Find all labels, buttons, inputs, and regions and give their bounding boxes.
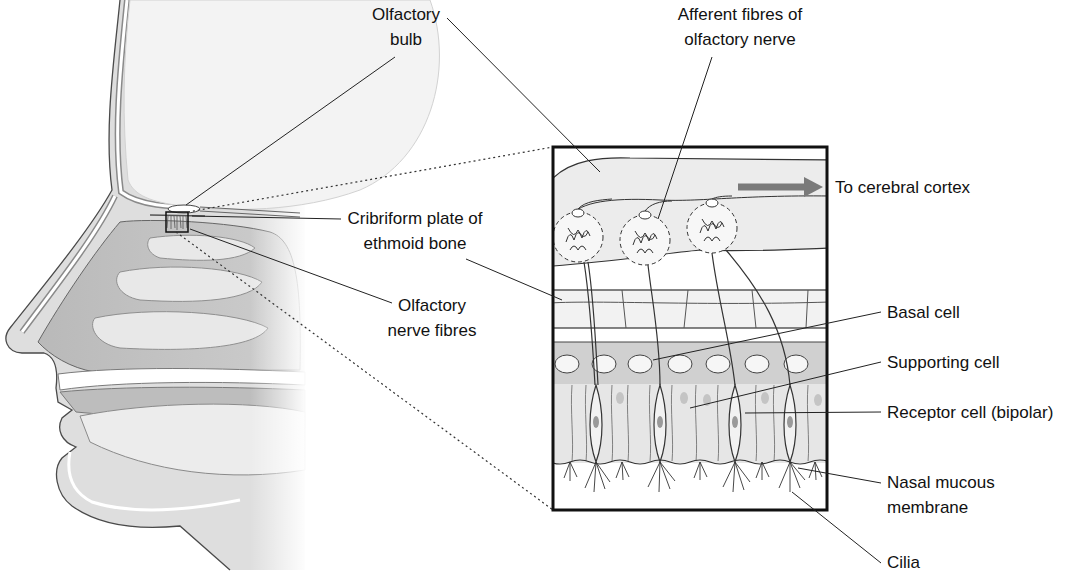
supporting-cell-nucleus — [680, 392, 688, 404]
part-label: Olfactory nerve fibres — [382, 293, 482, 343]
receptor-axon — [584, 262, 595, 385]
label-slot: Nasal mucous membrane — [887, 470, 1005, 520]
label-slot: Basal cell — [887, 300, 960, 325]
part-label: Afferent fibres of olfactory nerve — [668, 2, 812, 52]
receptor-nucleus — [593, 416, 599, 428]
part-label: Cribriform plate of ethmoid bone — [340, 206, 490, 256]
zoom-line — [176, 232, 553, 510]
superior-concha — [148, 235, 255, 260]
mitral-cell — [706, 199, 718, 207]
receptor-axon — [712, 253, 735, 385]
glomeruli — [553, 196, 737, 265]
label-slot: Afferent fibres of olfactory nerve — [668, 2, 812, 52]
leader-line — [190, 229, 392, 303]
label-slot: Cribriform plate of ethmoid bone — [340, 206, 490, 256]
receptor-nucleus — [732, 416, 738, 428]
mucous-surface — [553, 460, 827, 464]
basal-cell-nucleus — [628, 355, 652, 373]
mitral-cell — [572, 209, 584, 217]
leader-line — [186, 57, 395, 205]
nerve-fibres-small — [167, 216, 187, 230]
leader-line — [798, 468, 881, 483]
part-label: Cilia — [887, 550, 920, 575]
label-slot: Cilia — [887, 550, 920, 575]
label-slot: Olfactory nerve fibres — [382, 293, 482, 343]
part-label: Supporting cell — [887, 350, 999, 375]
label-slot: To cerebral cortex — [835, 175, 970, 200]
supporting-cell-nucleus — [616, 392, 624, 404]
receptor-cell-body — [784, 385, 796, 462]
label-slot: Olfactory bulb — [361, 2, 451, 52]
middle-concha — [117, 267, 262, 301]
receptor-cells — [584, 250, 796, 462]
synapse-tangle — [633, 231, 657, 253]
receptor-cell-body — [590, 385, 602, 462]
fade-edge — [250, 200, 308, 580]
mitral-axon — [578, 196, 732, 211]
leader-line — [690, 362, 881, 408]
glomerulus — [687, 203, 737, 253]
basal-cell-nucleus — [706, 355, 730, 373]
leader-line — [792, 492, 881, 563]
basal-cell-nucleus — [745, 355, 769, 373]
supporting-cell-nucleus — [814, 394, 822, 406]
receptor-axon — [588, 262, 598, 385]
receptor-axon — [648, 265, 660, 385]
zoom-line — [188, 147, 553, 212]
olfactory-bulb-detail — [553, 158, 827, 266]
receptor-cell-body — [654, 385, 666, 462]
synapse-tangle — [700, 219, 724, 241]
receptor-nucleus — [787, 416, 793, 428]
basal-cell-nucleus — [668, 355, 692, 373]
leader-line — [653, 312, 881, 360]
epithelium-top — [553, 342, 827, 343]
glomerulus — [553, 212, 603, 262]
arrow-head — [804, 177, 823, 197]
arrow-shaft — [738, 184, 806, 191]
inset-frame — [553, 147, 827, 510]
basal-cell-nucleus — [555, 355, 579, 373]
leader-line — [192, 216, 341, 219]
head-section — [6, 0, 439, 580]
part-label: Basal cell — [887, 300, 960, 325]
mucosal-surface-base — [553, 461, 827, 463]
mandible — [69, 452, 240, 510]
supporting-cell-nucleus — [761, 392, 769, 404]
leader-lines — [186, 18, 881, 563]
label-slot: Supporting cell — [887, 350, 999, 375]
leader-line — [658, 57, 712, 219]
inferior-concha — [93, 312, 268, 350]
zoom-box — [166, 212, 188, 232]
part-label: To cerebral cortex — [835, 175, 970, 200]
glomerulus — [620, 215, 670, 265]
label-slot: Receptor cell (bipolar) — [887, 400, 1053, 425]
leader-line — [745, 412, 881, 413]
mitral-cell — [639, 211, 651, 219]
zoom-lines — [176, 147, 553, 510]
synapse-tangle — [566, 228, 590, 250]
part-label: Nasal mucous membrane — [887, 470, 1005, 520]
receptor-axon — [726, 250, 790, 385]
part-label: Receptor cell (bipolar) — [887, 400, 1053, 425]
part-label: Olfactory bulb — [361, 2, 451, 52]
supporting-cell-walls — [571, 385, 808, 462]
olfactory-tract-small — [200, 207, 300, 217]
receptor-nucleus — [657, 416, 663, 428]
leader-line — [466, 259, 562, 300]
cortex-arrow — [738, 177, 823, 197]
inset-detail — [553, 147, 827, 510]
leader-line — [447, 18, 600, 172]
basal-cell-nucleus — [592, 355, 616, 373]
cilia — [564, 462, 822, 492]
